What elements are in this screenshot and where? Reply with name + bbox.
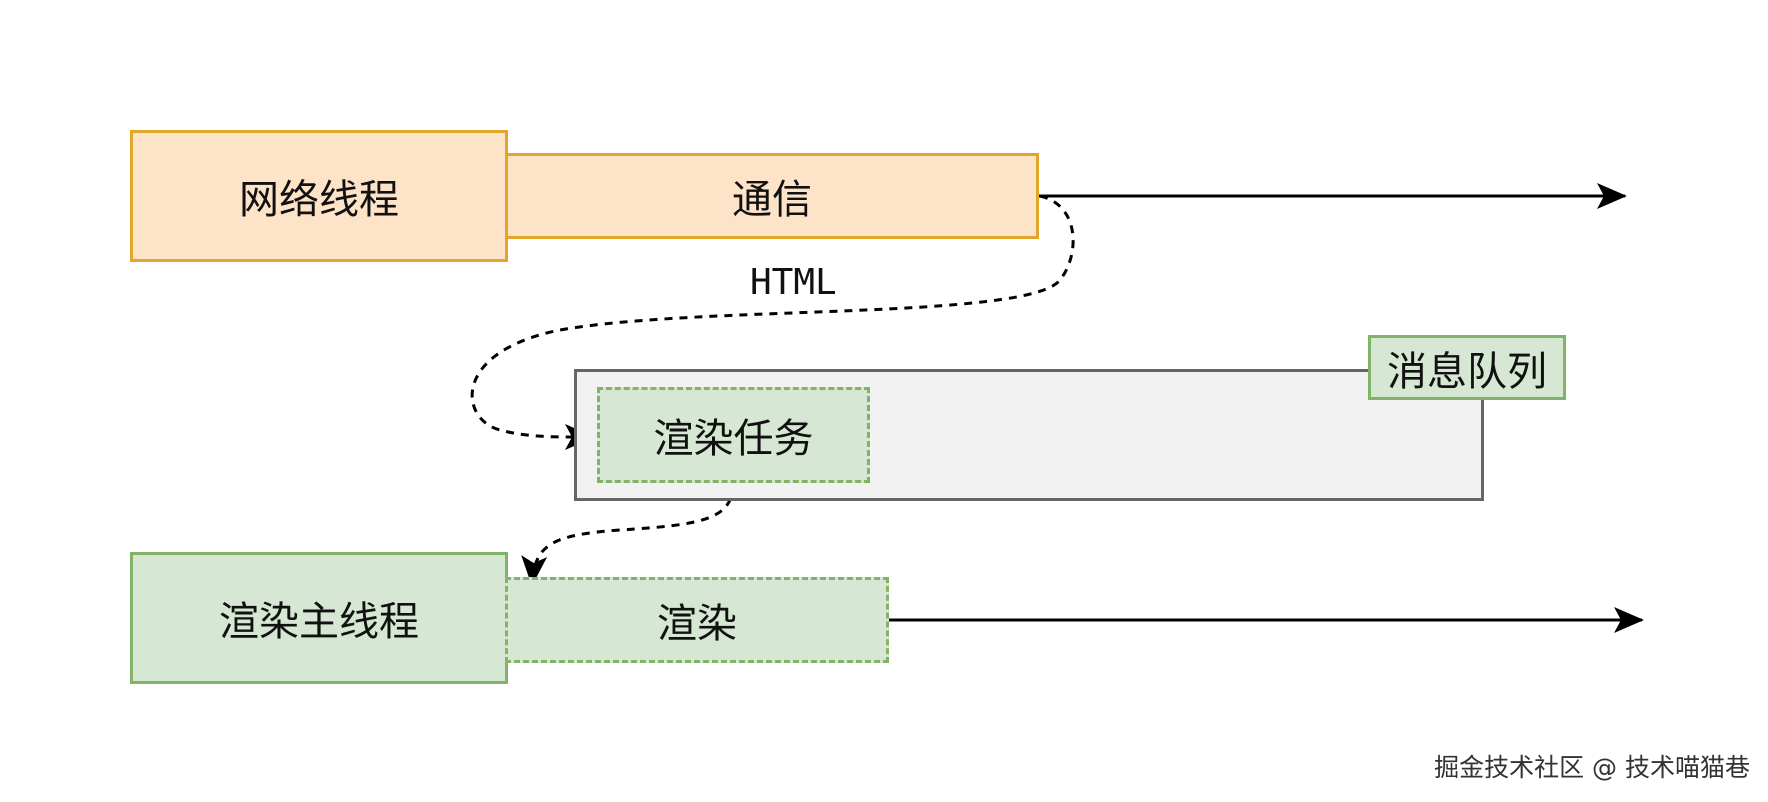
- render-main-thread-label: 渲染主线程: [219, 599, 419, 645]
- render-box: 渲染: [505, 577, 889, 663]
- watermark: 掘金技术社区 @ 技术喵猫巷: [1434, 753, 1750, 782]
- render-main-thread-box: 渲染主线程: [130, 552, 508, 684]
- render-label: 渲染: [657, 601, 737, 647]
- communication-box: 通信: [505, 153, 1039, 239]
- network-thread-box: 网络线程: [130, 130, 508, 262]
- network-thread-label: 网络线程: [239, 177, 399, 223]
- html-edge-label: HTML: [750, 262, 837, 303]
- render-task-label: 渲染任务: [653, 416, 814, 462]
- message-queue-label: 消息队列: [1387, 348, 1547, 395]
- communication-label: 通信: [732, 177, 812, 223]
- render-task-box: 渲染任务: [597, 387, 870, 483]
- message-queue-label-box: 消息队列: [1368, 335, 1566, 400]
